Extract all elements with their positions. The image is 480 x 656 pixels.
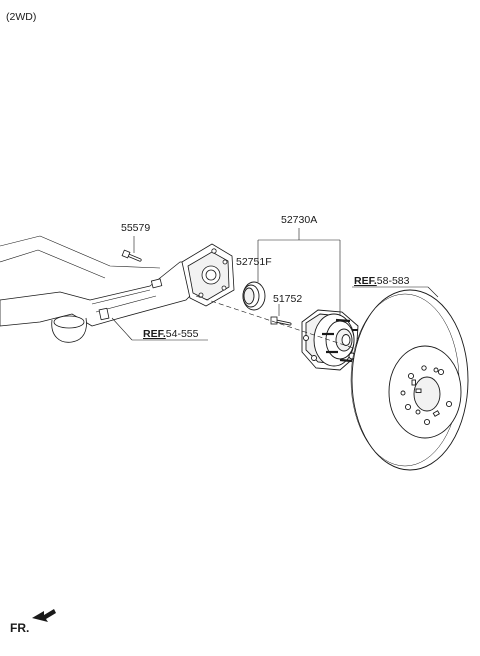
rear-axle-beam (0, 235, 235, 343)
front-direction-label: FR. (10, 621, 29, 635)
part-label-52751F: 52751F (236, 256, 272, 268)
hub-bearing-assembly-52730A (301, 309, 359, 371)
bolt-55579 (121, 249, 142, 262)
bracket-52730A (257, 228, 341, 316)
part-label-51752: 51752 (273, 293, 302, 305)
disc-ref-label: REF.58-583 (354, 275, 410, 287)
axle-ref-label: REF.54-555 (143, 328, 199, 340)
dust-cover-52751F (242, 281, 266, 311)
brake-disc (350, 289, 469, 471)
hub-bolt-51752 (270, 316, 292, 326)
variant-label: (2WD) (6, 11, 36, 23)
part-label-55579: 55579 (121, 222, 150, 234)
front-direction-arrow-icon (32, 609, 56, 622)
leader-disc-ref (427, 286, 439, 298)
part-label-52730A: 52730A (281, 214, 317, 226)
leader-axle-ref (111, 317, 133, 341)
